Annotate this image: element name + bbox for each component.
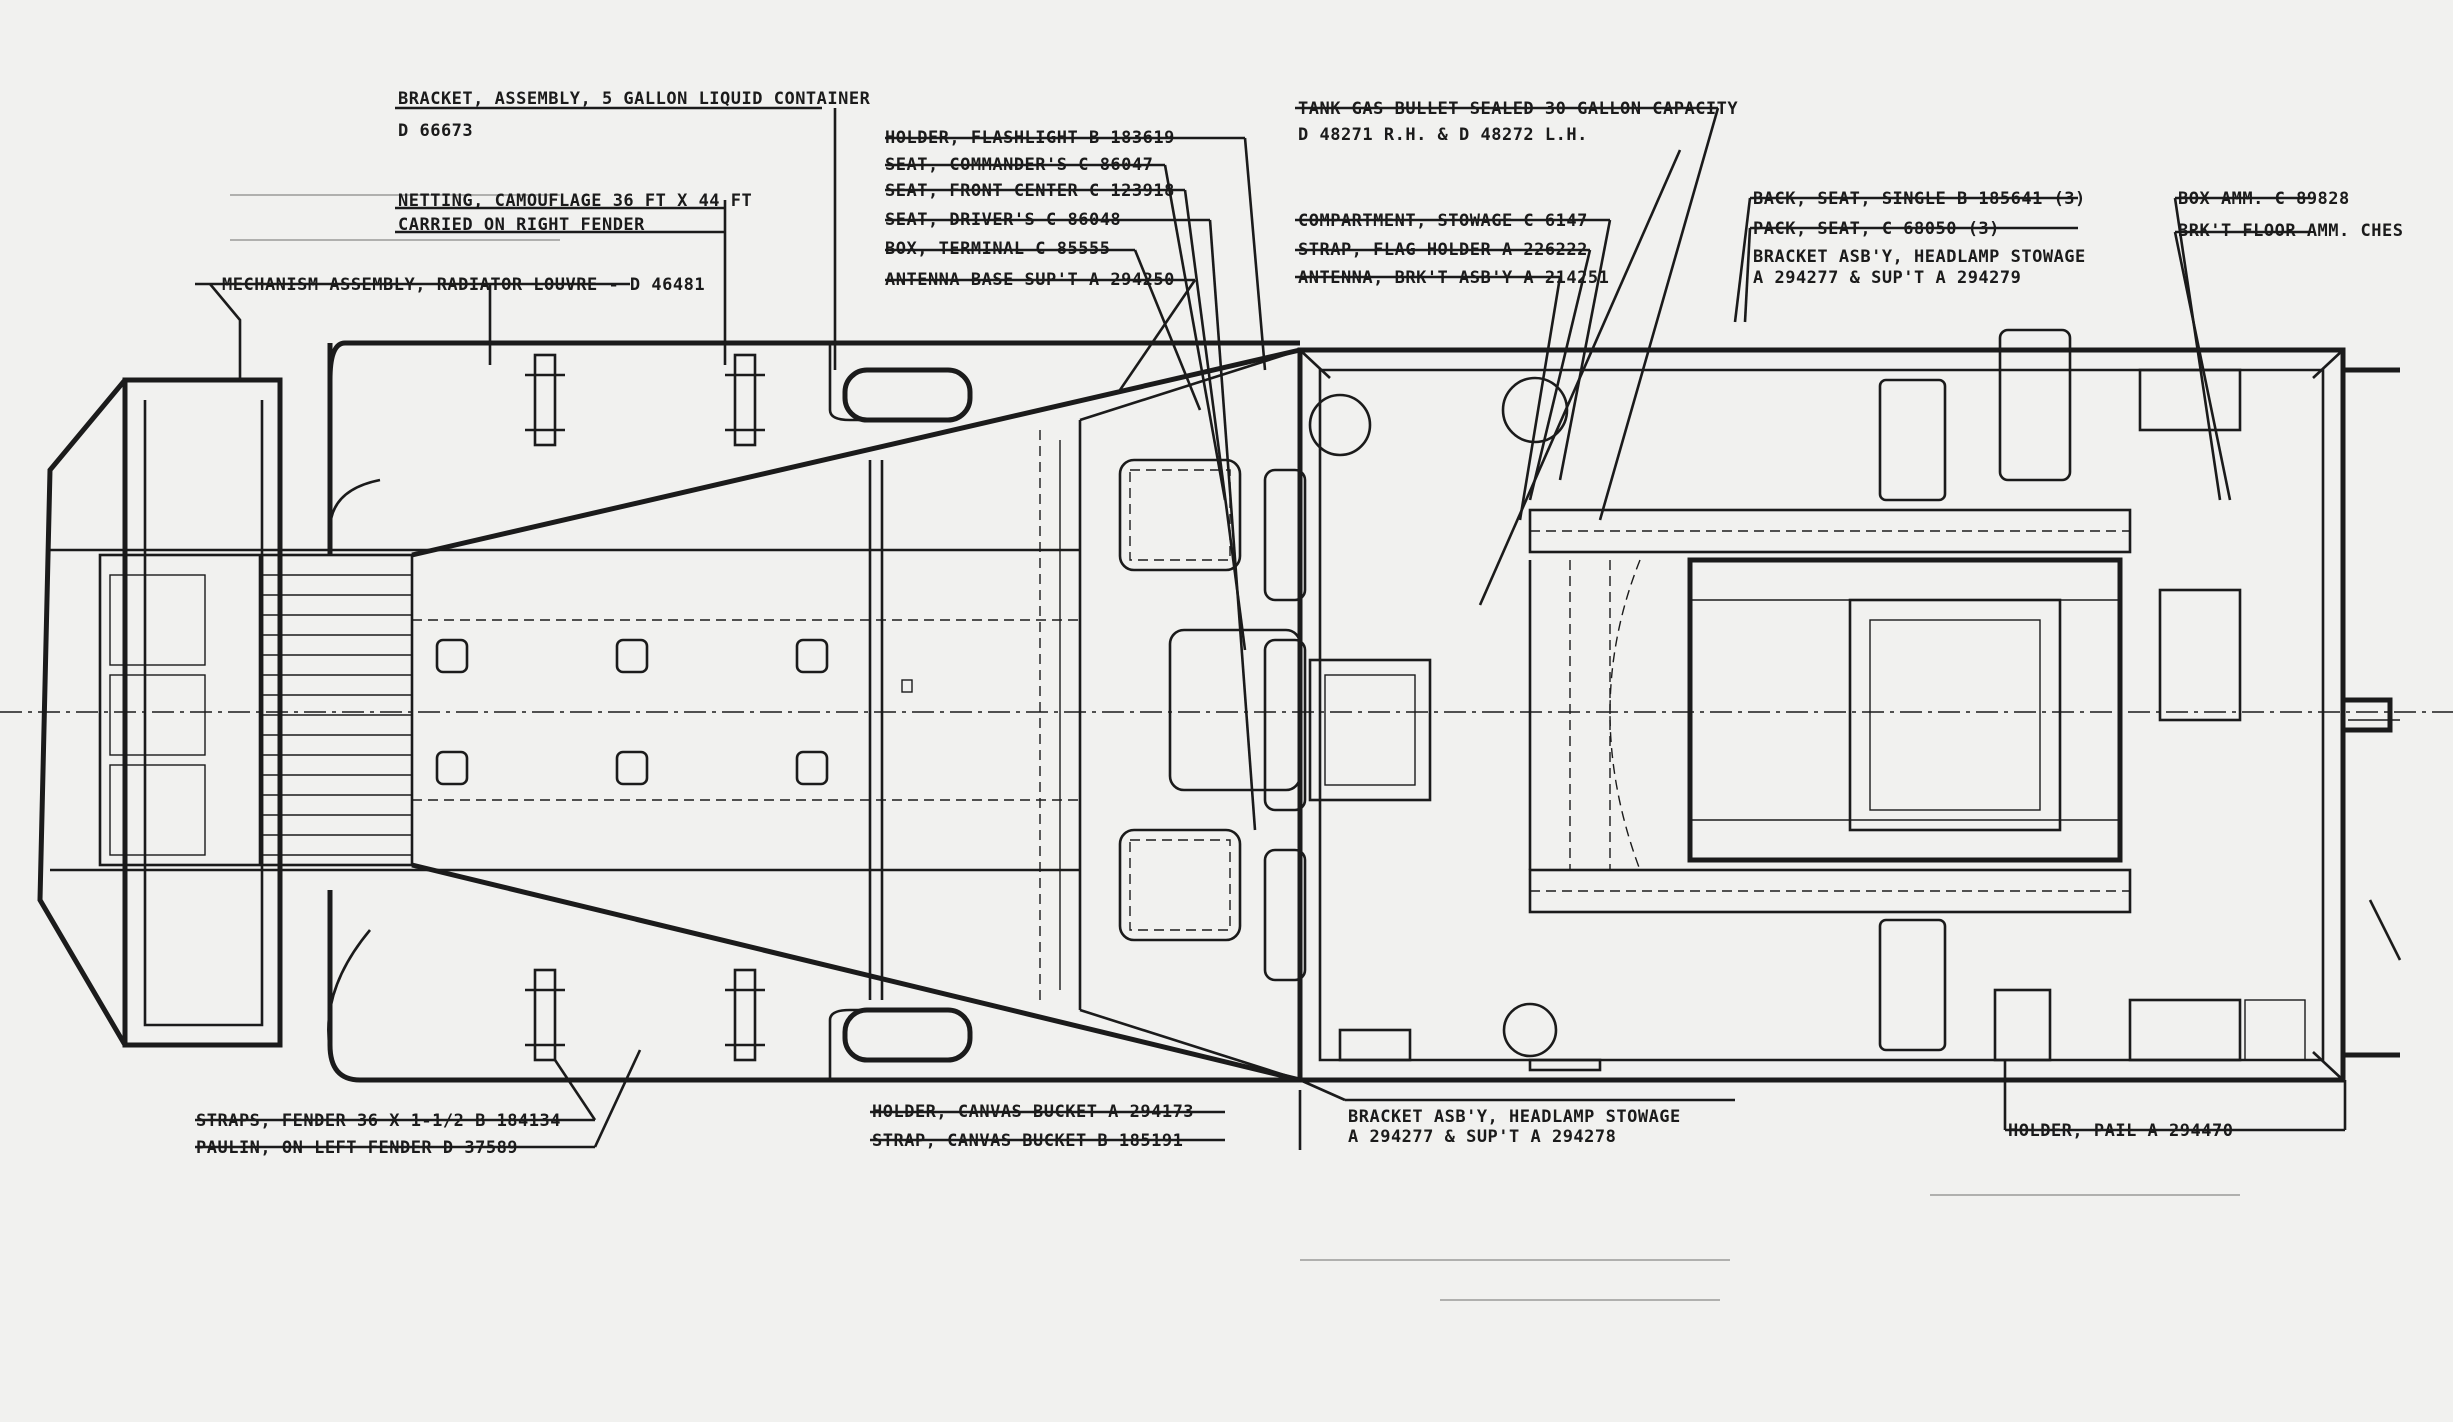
- label-mechanism: MECHANISM ASSEMBLY, RADIATOR LOUVRE - D …: [222, 275, 705, 295]
- label-seat-front-center: SEAT, FRONT CENTER C 123918: [885, 181, 1175, 201]
- label-back-seat: BACK, SEAT, SINGLE B 185641 (3): [1753, 189, 2086, 209]
- label-pack-seat: PACK, SEAT, C 68050 (3): [1753, 219, 2000, 239]
- leader-lines: [195, 106, 2347, 1150]
- label-compartment: COMPARTMENT, STOWAGE C 6147: [1298, 211, 1588, 231]
- label-strap-flag: STRAP, FLAG HOLDER A 226222: [1298, 240, 1588, 260]
- label-paulin: PAULIN, ON LEFT FENDER D 37589: [196, 1138, 518, 1158]
- label-brkt-floor: BRK'T FLOOR AMM. CHES: [2178, 221, 2403, 241]
- label-tank-gas: TANK GAS BULLET SEALED 30 GALLON CAPACIT…: [1298, 99, 1738, 119]
- label-box-amm: BOX AMM. C 89828: [2178, 189, 2350, 209]
- rear-compartment: [1308, 328, 2402, 1072]
- hood-clips: [435, 638, 829, 786]
- label-netting: NETTING, CAMOUFLAGE 36 FT X 44 FT: [398, 191, 752, 211]
- label-strap-canvas: STRAP, CANVAS BUCKET B 185191: [872, 1131, 1183, 1151]
- label-holder-canvas: HOLDER, CANVAS BUCKET A 294173: [872, 1102, 1194, 1122]
- label-box-terminal: BOX, TERMINAL C 85555: [885, 239, 1110, 259]
- label-holder-flashlight: HOLDER, FLASHLIGHT B 183619: [885, 128, 1175, 148]
- label-bracket-headlamp-no: A 294277 & SUP'T A 294279: [1753, 268, 2021, 288]
- label-bracket-headlamp-2-no: A 294277 & SUP'T A 294278: [1348, 1127, 1616, 1147]
- label-holder-pail: HOLDER, PAIL A 294470: [2008, 1121, 2233, 1141]
- callout-labels: BRACKET, ASSEMBLY, 5 GALLON LIQUID CONTA…: [196, 89, 2403, 1158]
- label-bracket-headlamp: BRACKET ASB'Y, HEADLAMP STOWAGE: [1753, 247, 2086, 267]
- label-bracket-assembly: BRACKET, ASSEMBLY, 5 GALLON LIQUID CONTA…: [398, 89, 871, 109]
- label-netting-loc: CARRIED ON RIGHT FENDER: [398, 215, 645, 235]
- driver-compartment: [842, 348, 1307, 1082]
- label-seat-driver: SEAT, DRIVER'S C 86048: [885, 210, 1121, 230]
- label-antenna-brkt: ANTENNA, BRK'T ASB'Y A 214251: [1298, 268, 1609, 288]
- label-bracket-headlamp-2: BRACKET ASB'Y, HEADLAMP STOWAGE: [1348, 1107, 1681, 1127]
- label-antenna-base: ANTENNA BASE SUP'T A 294250: [885, 270, 1175, 290]
- label-straps-fender: STRAPS, FENDER 36 X 1-1/2 B 184134: [196, 1111, 561, 1131]
- label-bracket-assembly-no: D 66673: [398, 121, 473, 141]
- label-seat-commander: SEAT, COMMANDER'S C 86047: [885, 155, 1153, 175]
- label-tank-gas-no: D 48271 R.H. & D 48272 L.H.: [1298, 125, 1588, 145]
- fenders: [327, 340, 1300, 1083]
- bleed-through: [230, 194, 2240, 1301]
